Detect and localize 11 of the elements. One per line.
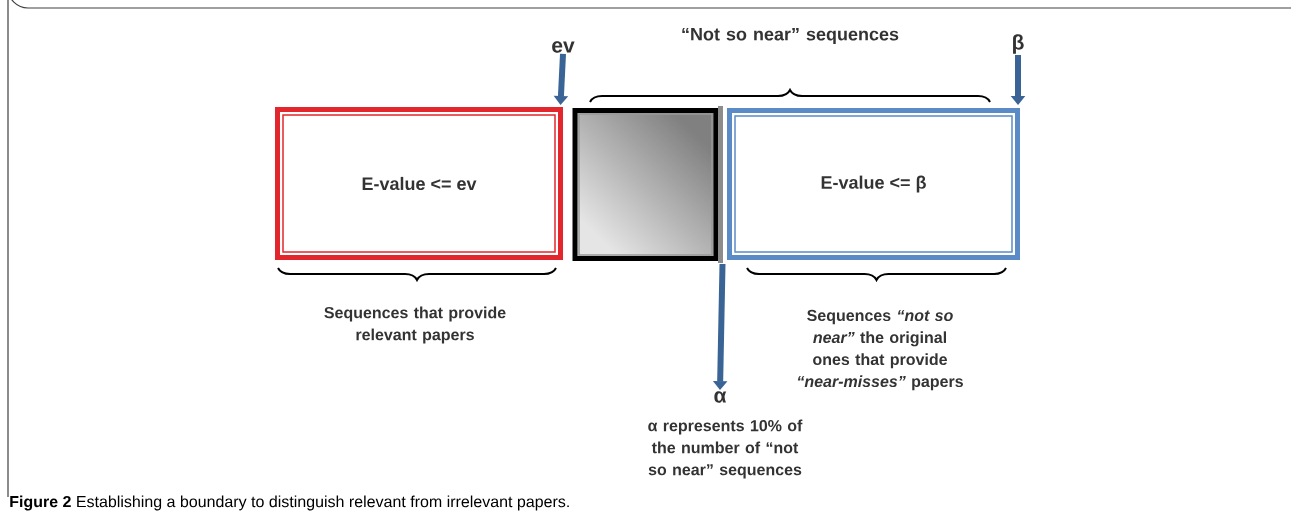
gradient-box: [572, 106, 723, 263]
caption: Figure 2 Establishing a boundary to distinguish relevant from irrelevant papers.: [10, 495, 569, 511]
annotation: Sequences “not so near” the original ones that provide “near-misses” papers: [797, 309, 963, 391]
boundary-label: α: [714, 391, 727, 403]
annotation: “Not so near” sequences: [682, 27, 899, 45]
annotation: Sequences that provide relevant papers: [324, 306, 506, 344]
boundary-label: ev: [552, 41, 575, 53]
value-box: E-value <= ev: [275, 107, 563, 260]
boundary-label: β: [1013, 34, 1024, 54]
value-box: E-value <= β: [727, 108, 1020, 260]
annotation: α represents 10% of the number of “not so near” sequences: [648, 419, 803, 479]
